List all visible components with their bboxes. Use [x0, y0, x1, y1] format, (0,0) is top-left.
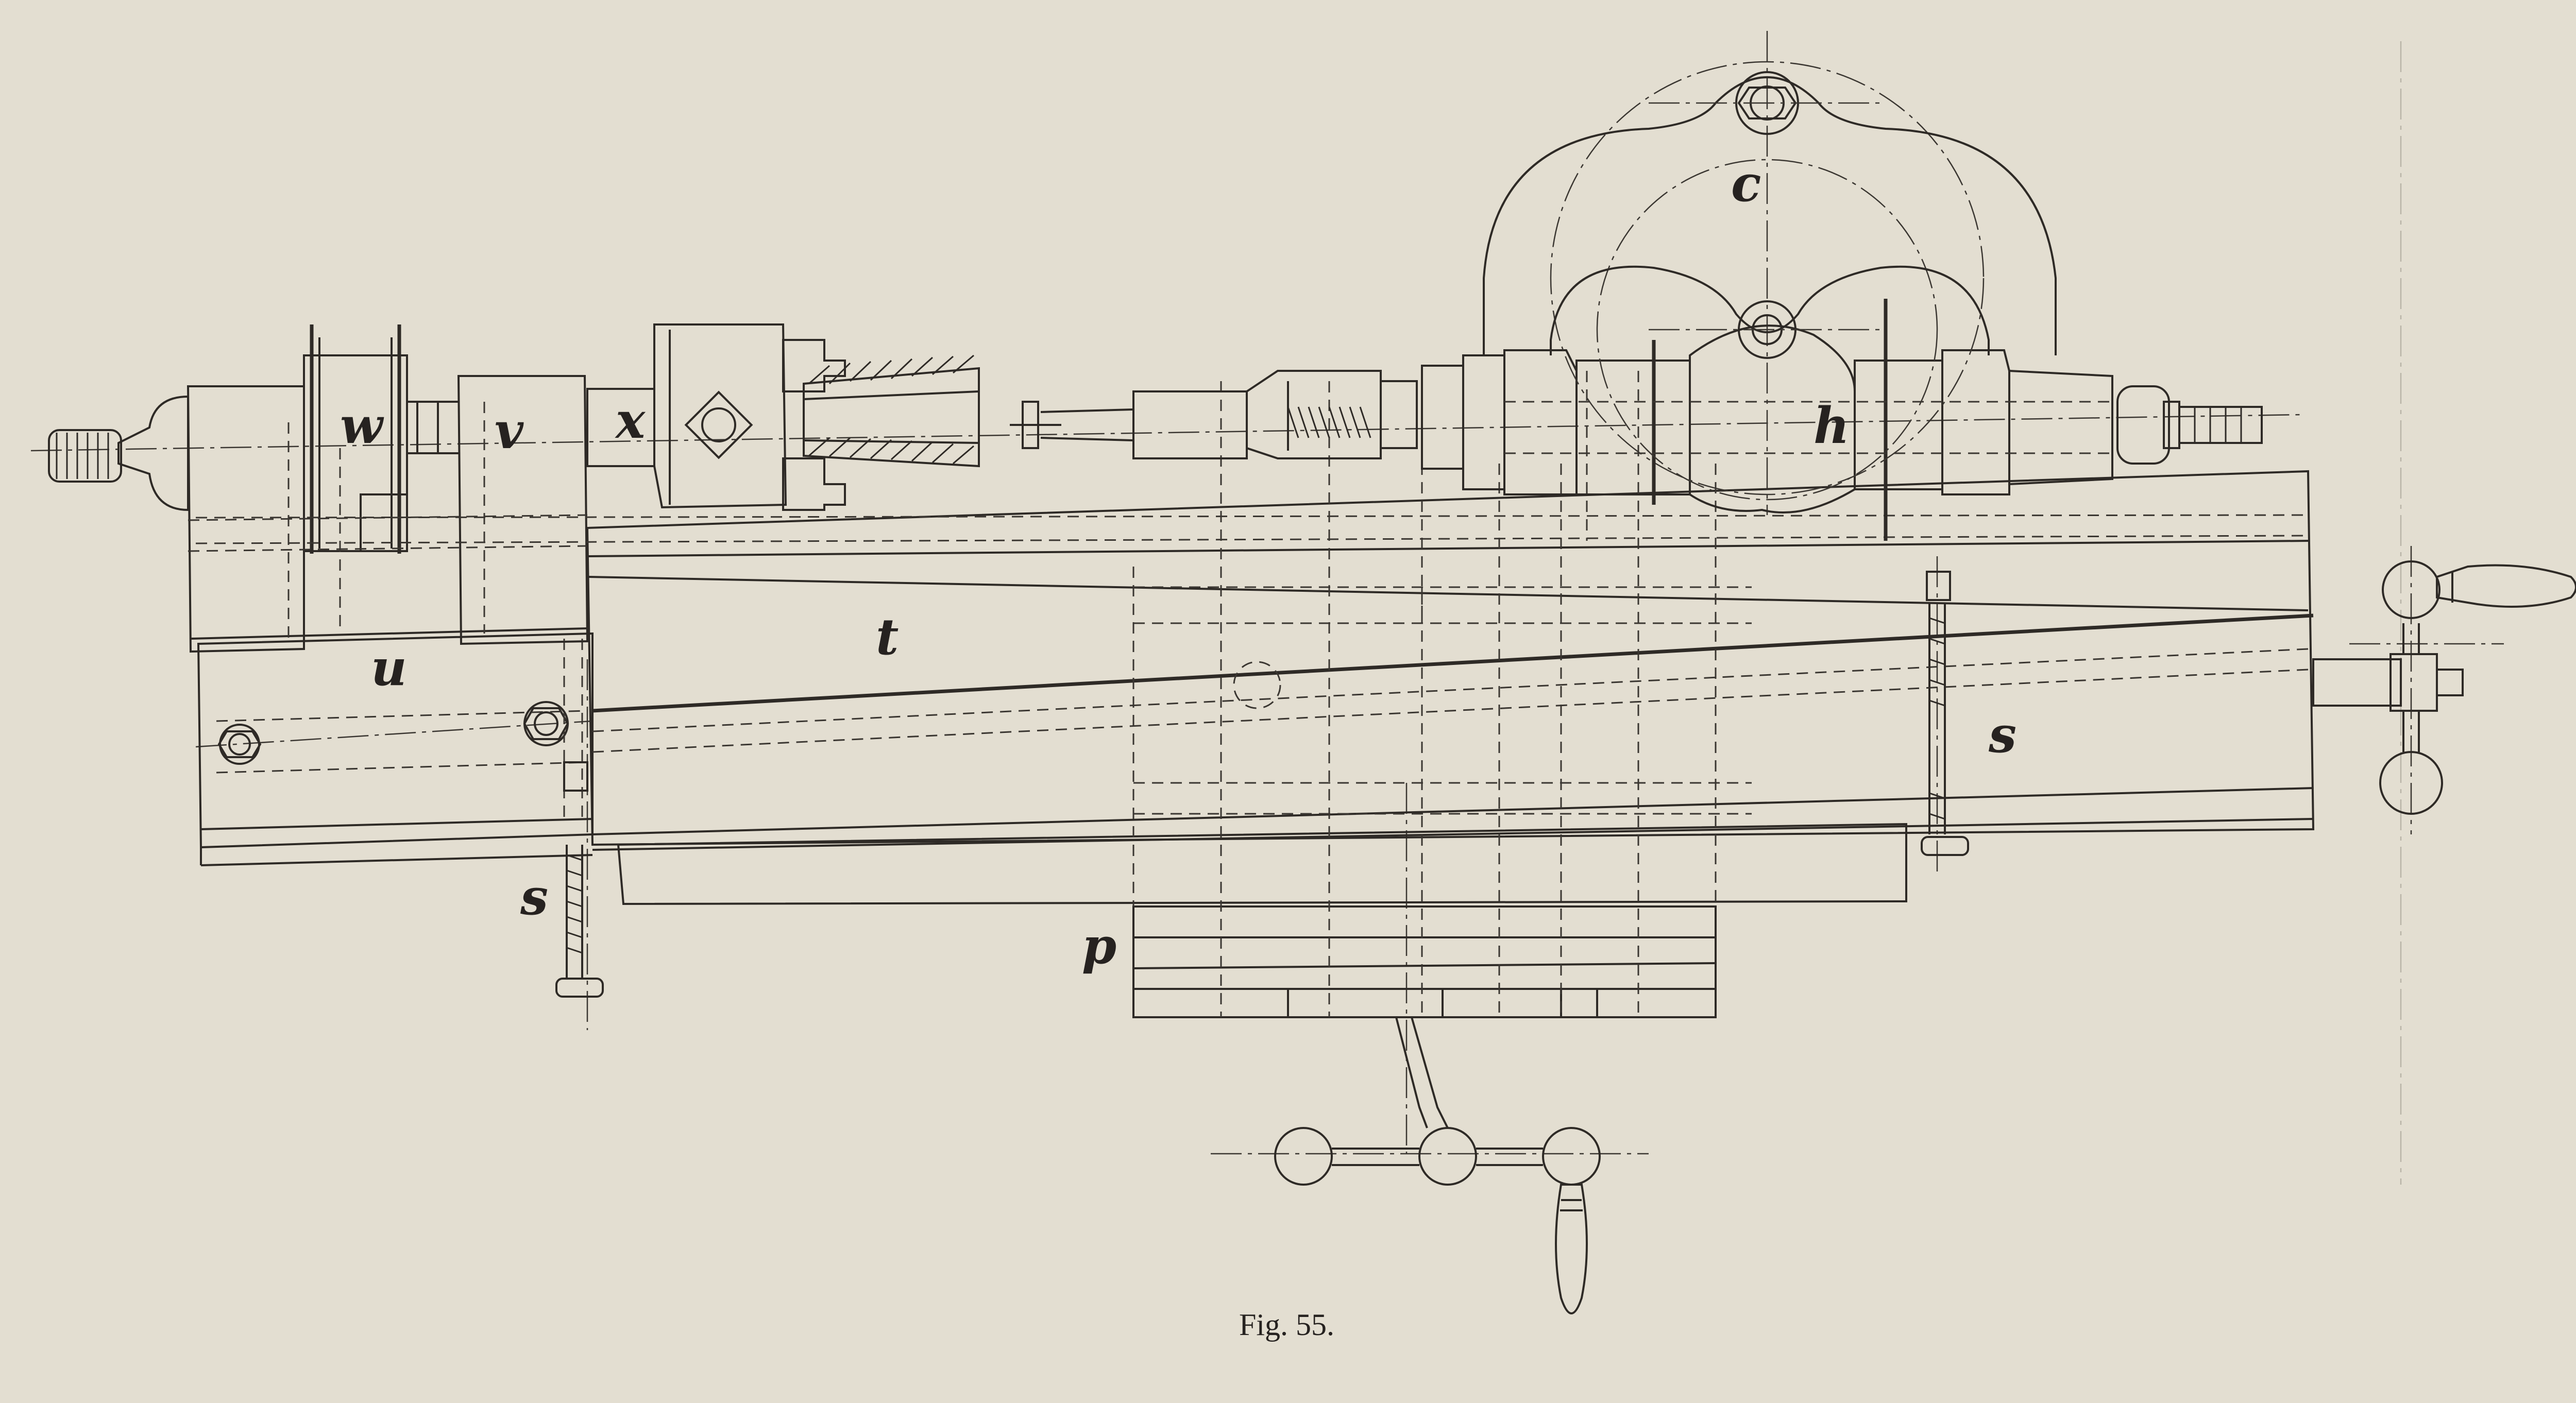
label-s-left: s	[520, 868, 548, 926]
yoke-c	[1483, 61, 2057, 501]
bed-t	[195, 470, 2315, 851]
label-p: p	[1082, 917, 1116, 975]
chuck-x	[586, 323, 1061, 511]
label-x: x	[615, 391, 646, 450]
right-crank	[2312, 560, 2576, 815]
table-p	[617, 381, 1907, 1018]
label-s-right: s	[1988, 706, 2016, 764]
bottom-handwheel	[1274, 1016, 1601, 1314]
label-w: w	[340, 397, 384, 455]
figure-caption: Fig. 55.	[1239, 1308, 1334, 1342]
centre-lines	[30, 31, 2504, 1155]
label-h: h	[1814, 397, 1850, 455]
adjusting-screw-right	[1921, 571, 1969, 856]
headstock-block	[48, 324, 589, 653]
label-t: t	[876, 608, 899, 666]
spring	[1287, 406, 1371, 438]
label-v: v	[495, 402, 524, 460]
housing-u	[197, 632, 594, 866]
adjusting-screw-left	[555, 761, 604, 998]
label-u: u	[371, 639, 407, 697]
spindle-head-h	[1462, 299, 2263, 541]
label-c: c	[1731, 155, 1761, 213]
tailstock-spindle	[1040, 365, 1464, 470]
